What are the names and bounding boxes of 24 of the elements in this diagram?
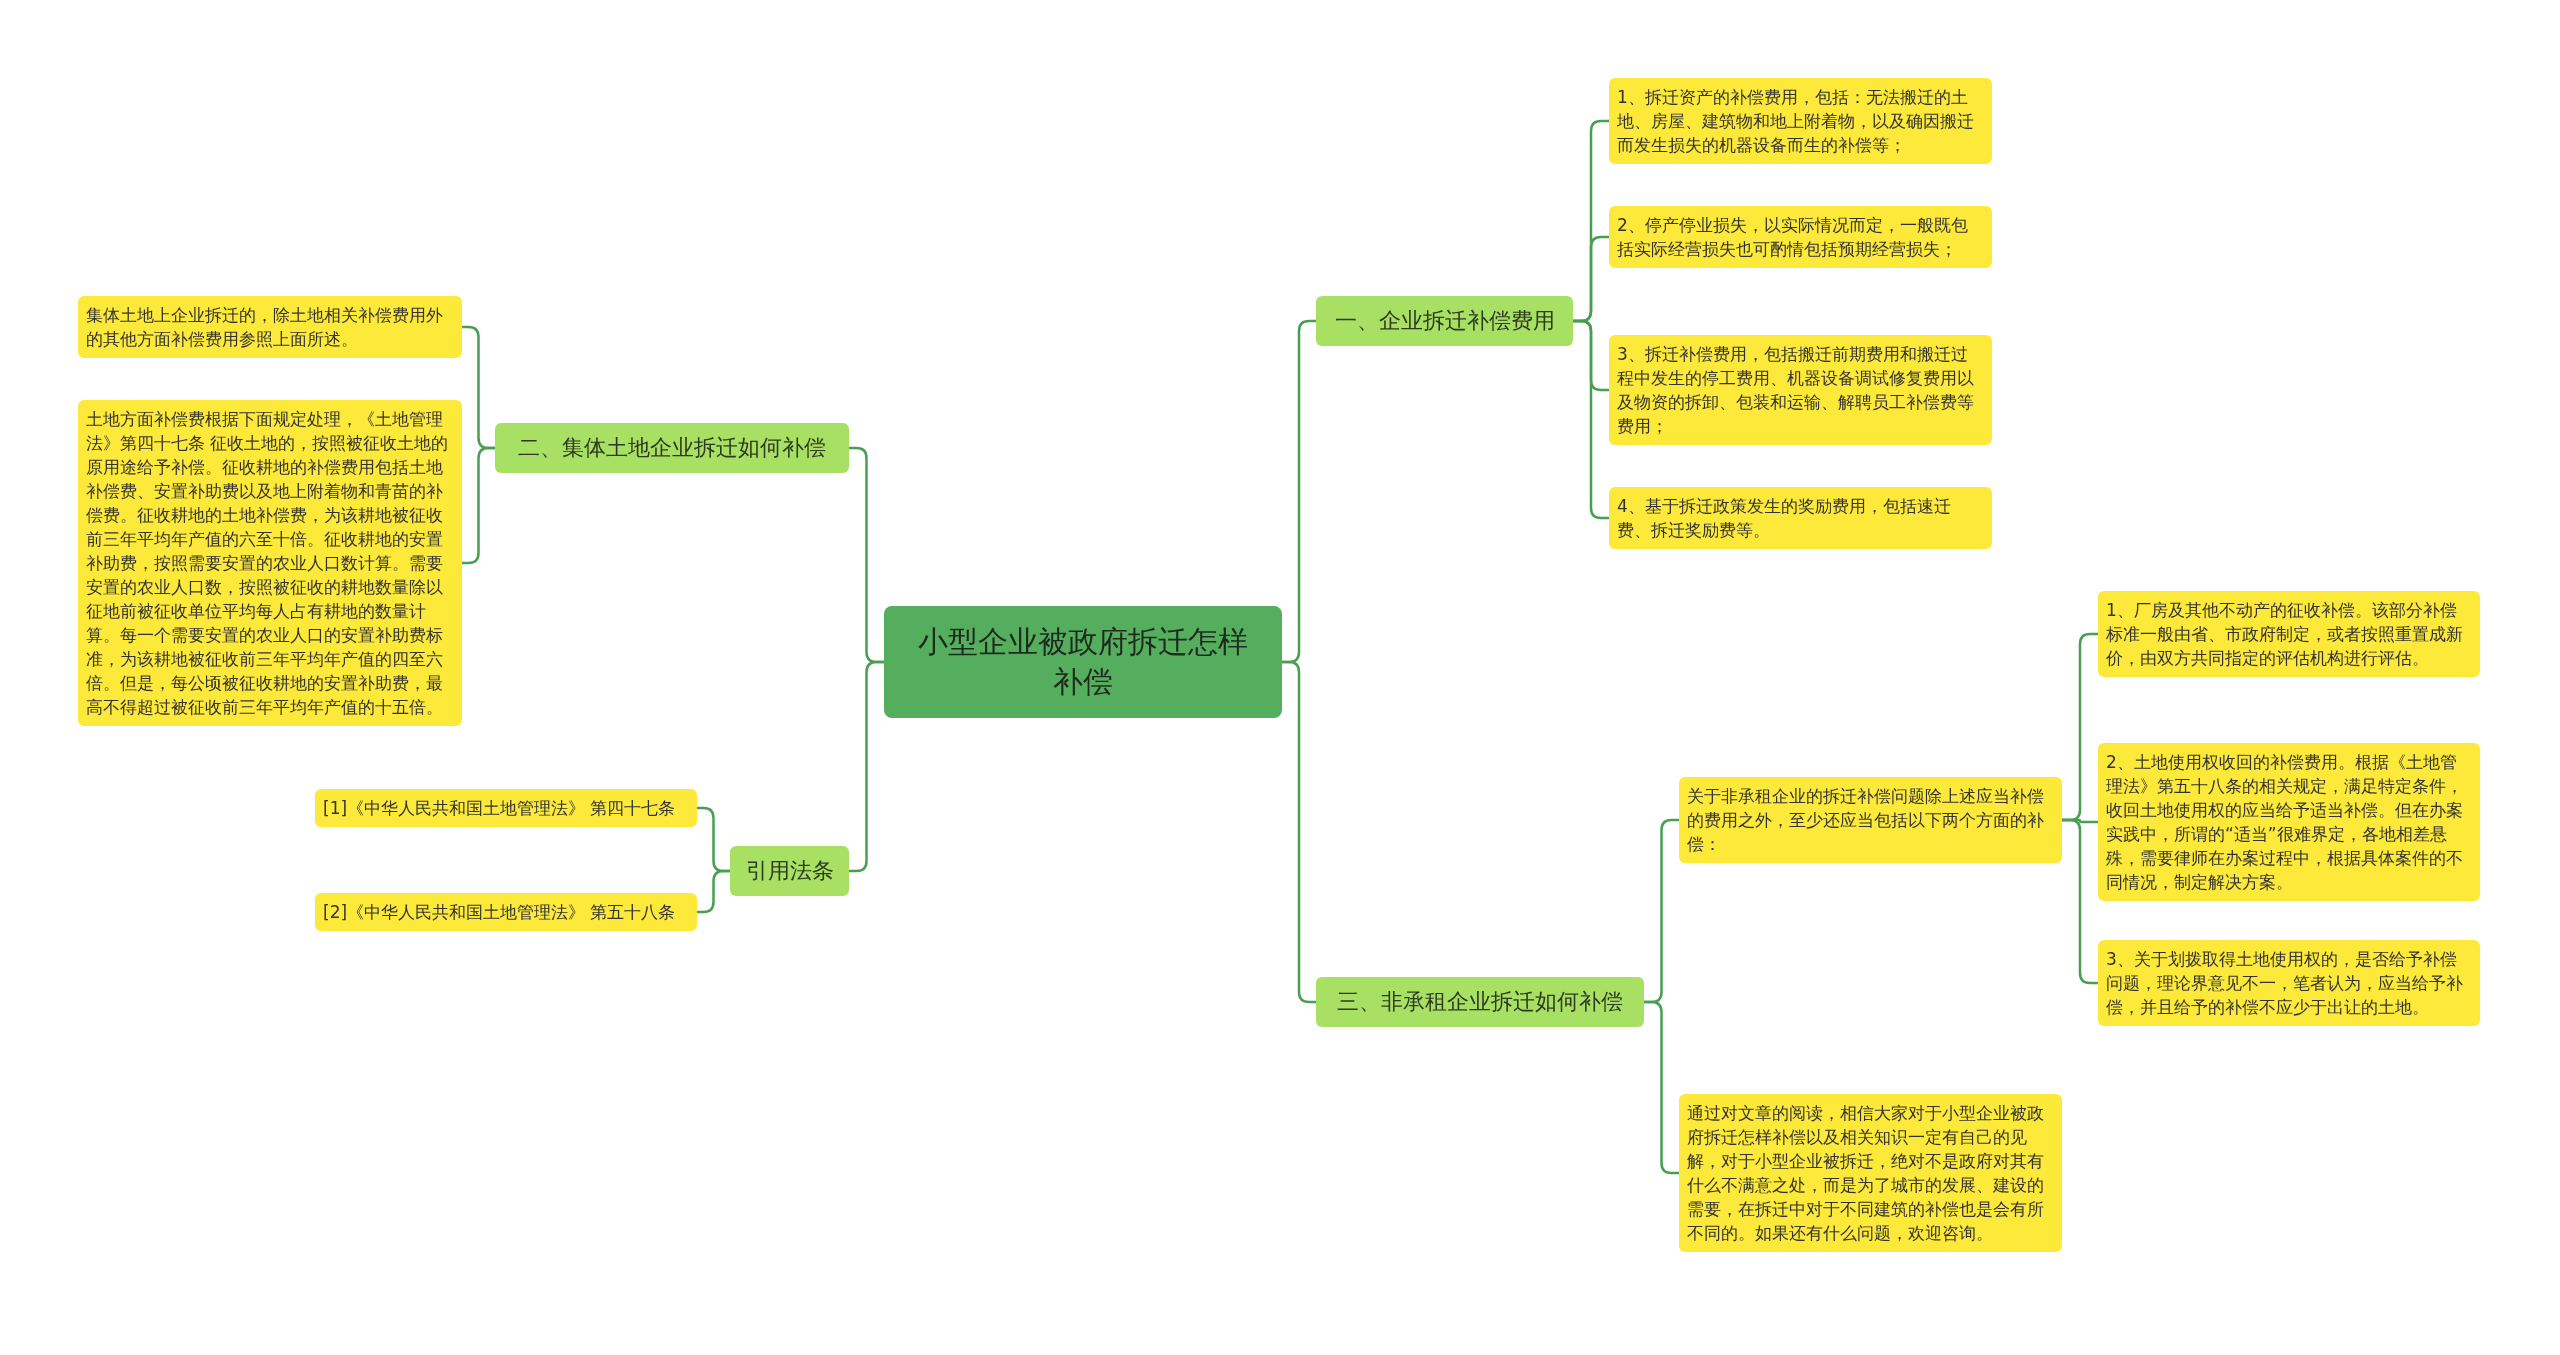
branch-topic: 引用法条 <box>730 846 849 896</box>
note-box: [2]《中华人民共和国土地管理法》 第五十八条 <box>315 893 697 931</box>
branch-topic: 三、非承租企业拆迁如何补偿 <box>1316 977 1644 1027</box>
note-box: 1、拆迁资产的补偿费用，包括：无法搬迁的土地、房屋、建筑物和地上附着物，以及确因搬迁而发生损失的机器设备而生的补偿等； <box>1609 78 1992 164</box>
note-box: 土地方面补偿费根据下面规定处理，《土地管理法》第四十七条 征收土地的，按照被征收土地的原用途给予补偿。征收耕地的补偿费用包括土地补偿费、安置补助费以及地上附着物和青苗的补偿费。征收耕地的土地补偿费，为该耕地被征收前三年平均年产值的六至十倍。征收耕地的安置补助费，按照需要安置的农业人口数计算。需要安置的农业人口数，按照被征收的耕地数量除以征地前被征收单位平均每人占有耕地的数量计算。每一个需要安置的农业人口的安置补助费标准，为该耕地被征收前三年平均年产值的四至六倍。但是，每公顷被征收耕地的安置补助费，最高不得超过被征收前三年平均年产值的十五倍。 <box>78 400 462 726</box>
central-topic: 小型企业被政府拆迁怎样补偿 <box>884 606 1282 718</box>
note-box: 1、厂房及其他不动产的征收补偿。该部分补偿标准一般由省、市政府制定，或者按照重置成新价，由双方共同指定的评估机构进行评估。 <box>2098 591 2480 677</box>
note-box: 3、拆迁补偿费用，包括搬迁前期费用和搬迁过程中发生的停工费用、机器设备调试修复费用以及物资的拆卸、包装和运输、解聘员工补偿费等费用； <box>1609 335 1992 445</box>
note-box: 2、停产停业损失，以实际情况而定，一般既包括实际经营损失也可酌情包括预期经营损失； <box>1609 206 1992 268</box>
connector-line <box>697 869 730 914</box>
note-box: 3、关于划拨取得土地使用权的，是否给予补偿问题，理论界意见不一，笔者认为，应当给予补偿，并且给予的补偿不应少于出让的土地。 <box>2098 940 2480 1026</box>
branch-topic: 二、集体土地企业拆迁如何补偿 <box>495 423 849 473</box>
note-box: 通过对文章的阅读，相信大家对于小型企业被政府拆迁怎样补偿以及相关知识一定有自己的见解，对于小型企业被拆迁，绝对不是政府对其有什么不满意之处，而是为了城市的发展、建设的需要，在拆迁中对于不同建筑的补偿也是会有所不同的。如果还有什么问题，欢迎咨询。 <box>1679 1094 2062 1252</box>
note-box: 4、基于拆迁政策发生的奖励费用，包括速迁费、拆迁奖励费等。 <box>1609 487 1992 549</box>
connector-line <box>1573 319 1609 520</box>
branch-topic: 一、企业拆迁补偿费用 <box>1316 296 1573 346</box>
connector-line <box>2062 818 2098 985</box>
note-box: 集体土地上企业拆迁的，除土地相关补偿费用外的其他方面补偿费用参照上面所述。 <box>78 296 462 358</box>
connector-line <box>462 446 495 565</box>
note-box: 关于非承租企业的拆迁补偿问题除上述应当补偿的费用之外，至少还应当包括以下两个方面的补偿： <box>1679 777 2062 863</box>
connector-line <box>1644 1000 1679 1175</box>
note-box: [1]《中华人民共和国土地管理法》 第四十七条 <box>315 789 697 827</box>
connector-line <box>849 660 884 873</box>
note-box: 2、土地使用权收回的补偿费用。根据《土地管理法》第五十八条的相关规定，满足特定条件，收回土地使用权的应当给予适当补偿。但在办案实践中，所谓的“适当”很难界定，各地相差悬殊，需要律师在办案过程中，根据具体案件的不同情况，制定解决方案。 <box>2098 743 2480 901</box>
